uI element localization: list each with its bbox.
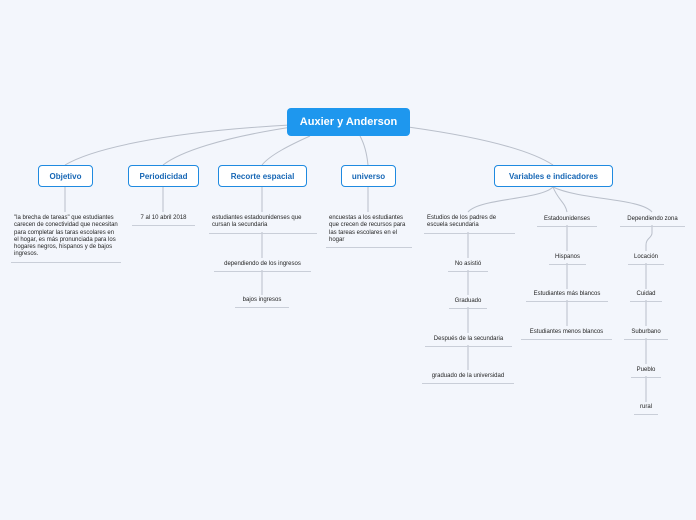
leaf-recorte-3[interactable]: bajos ingresos (235, 297, 289, 309)
leaf-var-col1-3[interactable]: Después de la secundaria (425, 336, 512, 348)
leaf-periodicidad[interactable]: 7 al 10 abril 2018 (132, 215, 195, 227)
leaf-universo[interactable]: encuestas a los estudiantes que crecen d… (326, 215, 412, 249)
branch-universo[interactable]: universo (341, 165, 396, 187)
leaf-objetivo[interactable]: "la brecha de tareas" que estudiantes ca… (11, 215, 121, 263)
link-root-objetivo (64, 124, 291, 166)
link-root-recorte (261, 135, 311, 166)
leaf-var-col3-1[interactable]: Locación (628, 254, 664, 266)
leaf-var-col3-3[interactable]: Suburbano (624, 329, 668, 341)
leaf-var-col1-1[interactable]: No asistió (448, 261, 488, 273)
leaf-var-col2-0[interactable]: Estadounidenses (537, 216, 597, 228)
leaf-var-col1-2[interactable]: Graduado (449, 298, 487, 310)
leaf-var-col1-0[interactable]: Estudios de los padres de escuela secund… (424, 215, 515, 234)
leaf-var-col2-3[interactable]: Estudiantes menos blancos (521, 329, 612, 341)
leaf-var-col3-4[interactable]: Pueblo (631, 367, 661, 379)
branch-recorte-espacial[interactable]: Recorte espacial (218, 165, 307, 187)
link-variables-col1 (467, 186, 554, 213)
link-col3-1 (645, 225, 653, 251)
branch-periodicidad[interactable]: Periodicidad (128, 165, 199, 187)
link-variables-col3 (552, 186, 653, 213)
leaf-var-col1-4[interactable]: graduado de la universidad (422, 373, 514, 385)
leaf-var-col2-2[interactable]: Estudiantes más blancos (526, 291, 608, 303)
root-node[interactable]: Auxier y Anderson (287, 108, 410, 136)
link-root-variables (407, 126, 554, 166)
leaf-recorte-1[interactable]: estudiantes estadounidenses que cursan l… (209, 215, 317, 234)
leaf-var-col2-1[interactable]: Hispanos (549, 254, 586, 266)
link-root-periodicidad (162, 126, 293, 166)
branch-objetivo[interactable]: Objetivo (38, 165, 93, 187)
leaf-var-col3-5[interactable]: rural (634, 404, 658, 416)
link-root-universo (359, 135, 369, 166)
leaf-recorte-2[interactable]: dependiendo de los ingresos (214, 261, 311, 273)
branch-variables-indicadores[interactable]: Variables e indicadores (494, 165, 613, 187)
leaf-var-col3-0[interactable]: Dependiendo zona (620, 216, 685, 228)
leaf-var-col3-2[interactable]: Cuidad (630, 291, 662, 303)
link-variables-col2 (552, 186, 568, 213)
